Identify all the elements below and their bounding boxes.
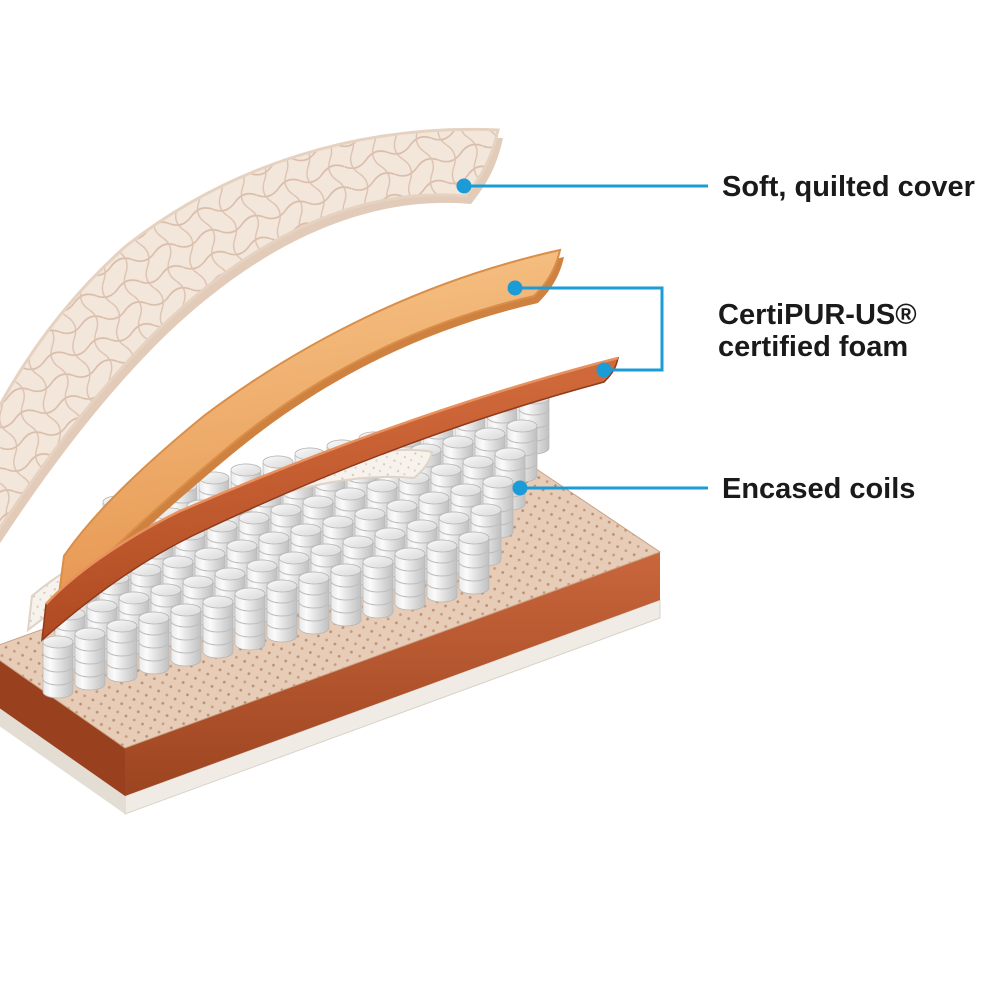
- pocket-coil: [106, 619, 138, 683]
- callout-dot-cover: [456, 178, 472, 194]
- pocket-coil: [74, 627, 106, 691]
- callout-dot-foam-bottom: [596, 362, 612, 378]
- pocket-coil: [298, 571, 330, 635]
- callout-bracket-foam: [515, 286, 664, 372]
- pocket-coil: [362, 555, 394, 619]
- pocket-coil: [394, 547, 426, 611]
- label-encased-coils: Encased coils: [722, 473, 915, 505]
- pocket-coil: [202, 595, 234, 659]
- dense-foam-highlight: [45, 356, 619, 605]
- cover-surface: [0, 127, 500, 531]
- base-left-face: [0, 660, 125, 796]
- base-bottom-left: [0, 708, 125, 814]
- pocket-coil: [458, 531, 490, 595]
- callout-dot-coils: [512, 480, 528, 496]
- callouts: Soft, quilted cover CertiPUR-US® certifi…: [456, 171, 975, 505]
- pocket-coil: [170, 603, 202, 667]
- label-certipur-line2: certified foam: [718, 331, 908, 363]
- pocket-coil: [234, 587, 266, 651]
- pocket-coil: [330, 563, 362, 627]
- quilted-cover-layer: [0, 127, 503, 544]
- base-front-face: [125, 552, 660, 796]
- pocket-coil: [426, 539, 458, 603]
- label-quilted-cover: Soft, quilted cover: [722, 171, 975, 203]
- pocket-coil: [42, 635, 74, 699]
- pocket-coil: [138, 611, 170, 675]
- label-certipur-line1: CertiPUR-US®: [718, 299, 917, 331]
- callout-dot-foam-top: [507, 280, 523, 296]
- pocket-coil: [266, 579, 298, 643]
